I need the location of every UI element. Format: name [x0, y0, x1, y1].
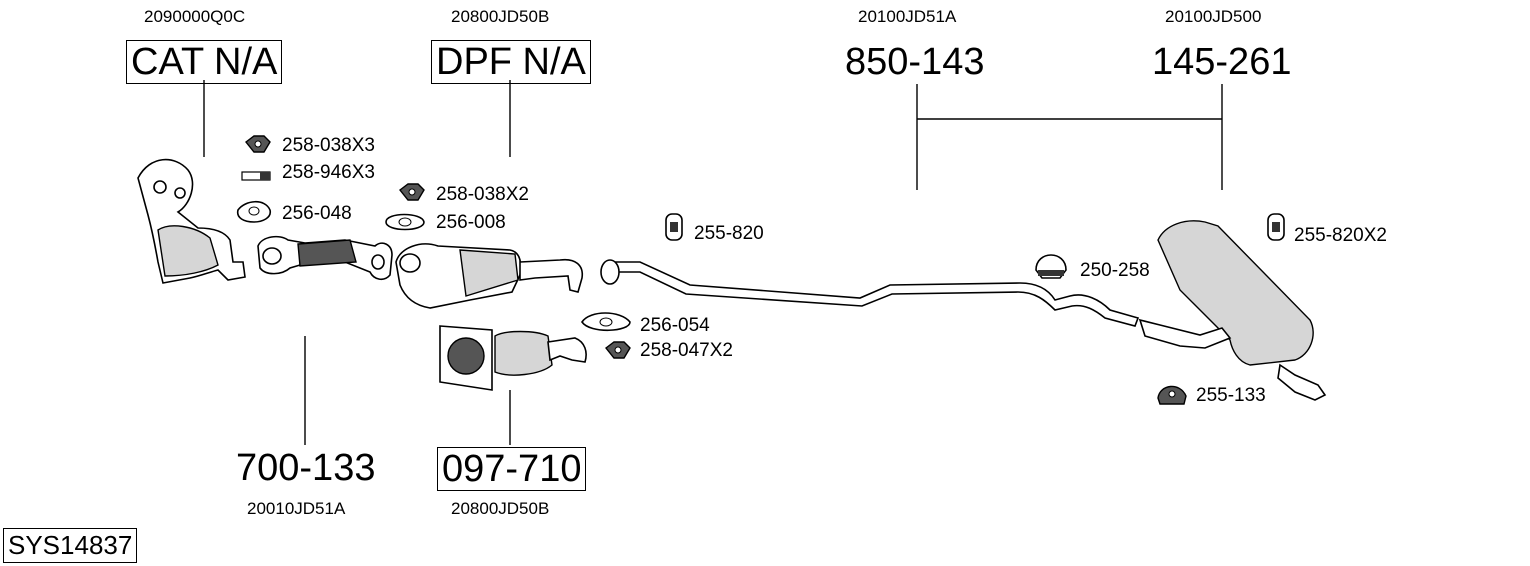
- rear-part-number[interactable]: 145-261: [1152, 41, 1292, 83]
- middle-part-number[interactable]: 850-143: [845, 41, 985, 83]
- clamp-icon: [1035, 254, 1067, 279]
- nut-c-label[interactable]: 258-047X2: [640, 340, 733, 361]
- nut-icon: [605, 341, 631, 359]
- catalytic-converter-shape: [137, 158, 246, 284]
- gasket-icon: [581, 312, 631, 332]
- nut-b-label[interactable]: 258-038X2: [436, 184, 529, 205]
- bolt-a-label[interactable]: 258-946X3: [282, 162, 375, 183]
- bolt-icon: [241, 171, 271, 181]
- dpf-alt-oem-number: 20800JD50B: [451, 499, 550, 518]
- gasket-b-label[interactable]: 256-008: [436, 212, 506, 233]
- gasket-a-label[interactable]: 256-048: [282, 203, 352, 224]
- hanger-c-label[interactable]: 255-133: [1196, 385, 1266, 406]
- gasket-icon: [236, 200, 272, 223]
- dpf-part-number[interactable]: DPF N/A: [431, 40, 591, 84]
- hanger-b-label[interactable]: 255-820X2: [1294, 225, 1387, 246]
- front-pipe-part-number[interactable]: 700-133: [236, 447, 376, 489]
- cat-oem-number: 2090000Q0C: [144, 7, 246, 26]
- cat-part-number[interactable]: CAT N/A: [126, 40, 283, 84]
- clamp-label[interactable]: 250-258: [1080, 260, 1150, 281]
- rear-silencer-shape: [1138, 220, 1327, 401]
- dpf-shape: [395, 243, 584, 309]
- dpf-alt-part-number[interactable]: 097-710: [437, 447, 587, 491]
- gasket-icon: [385, 213, 425, 231]
- rear-oem-number: 20100JD500: [1165, 7, 1262, 26]
- middle-oem-number: 20100JD51A: [858, 7, 957, 26]
- hanger-icon: [1157, 385, 1187, 405]
- dpf-oem-number: 20800JD50B: [451, 7, 550, 26]
- hanger-icon: [665, 213, 683, 241]
- front-pipe-shape: [257, 235, 393, 281]
- nut-icon: [245, 135, 271, 153]
- system-id: SYS14837: [3, 528, 138, 563]
- middle-pipe-shape: [600, 259, 1140, 327]
- gasket-c-label[interactable]: 256-054: [640, 315, 710, 336]
- nut-icon: [399, 183, 425, 201]
- front-pipe-oem-number: 20010JD51A: [247, 499, 346, 518]
- nut-a-label[interactable]: 258-038X3: [282, 135, 375, 156]
- hanger-icon: [1267, 213, 1285, 241]
- hanger-a-label[interactable]: 255-820: [694, 223, 764, 244]
- dpf-alt-shape: [439, 325, 587, 391]
